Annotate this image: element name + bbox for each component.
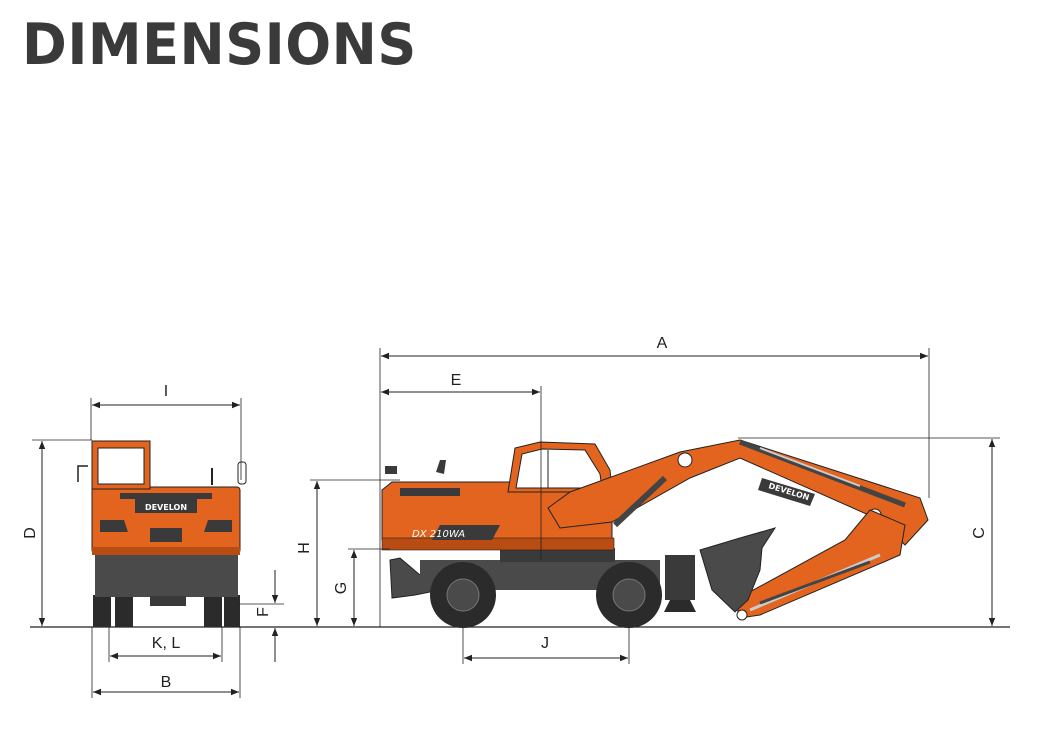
label-C: C (971, 527, 988, 539)
dim-E: E (381, 372, 542, 560)
dim-C: C (738, 437, 1000, 626)
dim-KL: K, L (108, 627, 223, 662)
dim-H: H (296, 479, 400, 626)
side-model-label: DX 210WA (412, 529, 465, 540)
label-B: B (161, 674, 172, 691)
label-G: G (333, 582, 350, 594)
dim-F: F (238, 570, 284, 662)
dim-J: J (462, 627, 630, 664)
label-KL: K, L (152, 635, 181, 652)
dim-G: G (333, 548, 390, 626)
label-D: D (22, 527, 39, 539)
front-brand-logo: DEVELON (145, 503, 187, 512)
dim-B: B (91, 627, 241, 698)
label-A: A (657, 335, 668, 352)
dim-A: A (379, 335, 930, 627)
page-title: DIMENSIONS (22, 11, 417, 78)
dim-D: D (22, 439, 92, 626)
label-F: F (255, 607, 272, 617)
label-E: E (451, 372, 462, 389)
label-H: H (296, 542, 313, 554)
label-J: J (541, 635, 549, 652)
side-view: DX 210WA DEVELON (381, 439, 929, 628)
front-view: DEVELON (77, 440, 247, 627)
dim-I: I (90, 383, 242, 480)
label-I: I (164, 383, 168, 400)
